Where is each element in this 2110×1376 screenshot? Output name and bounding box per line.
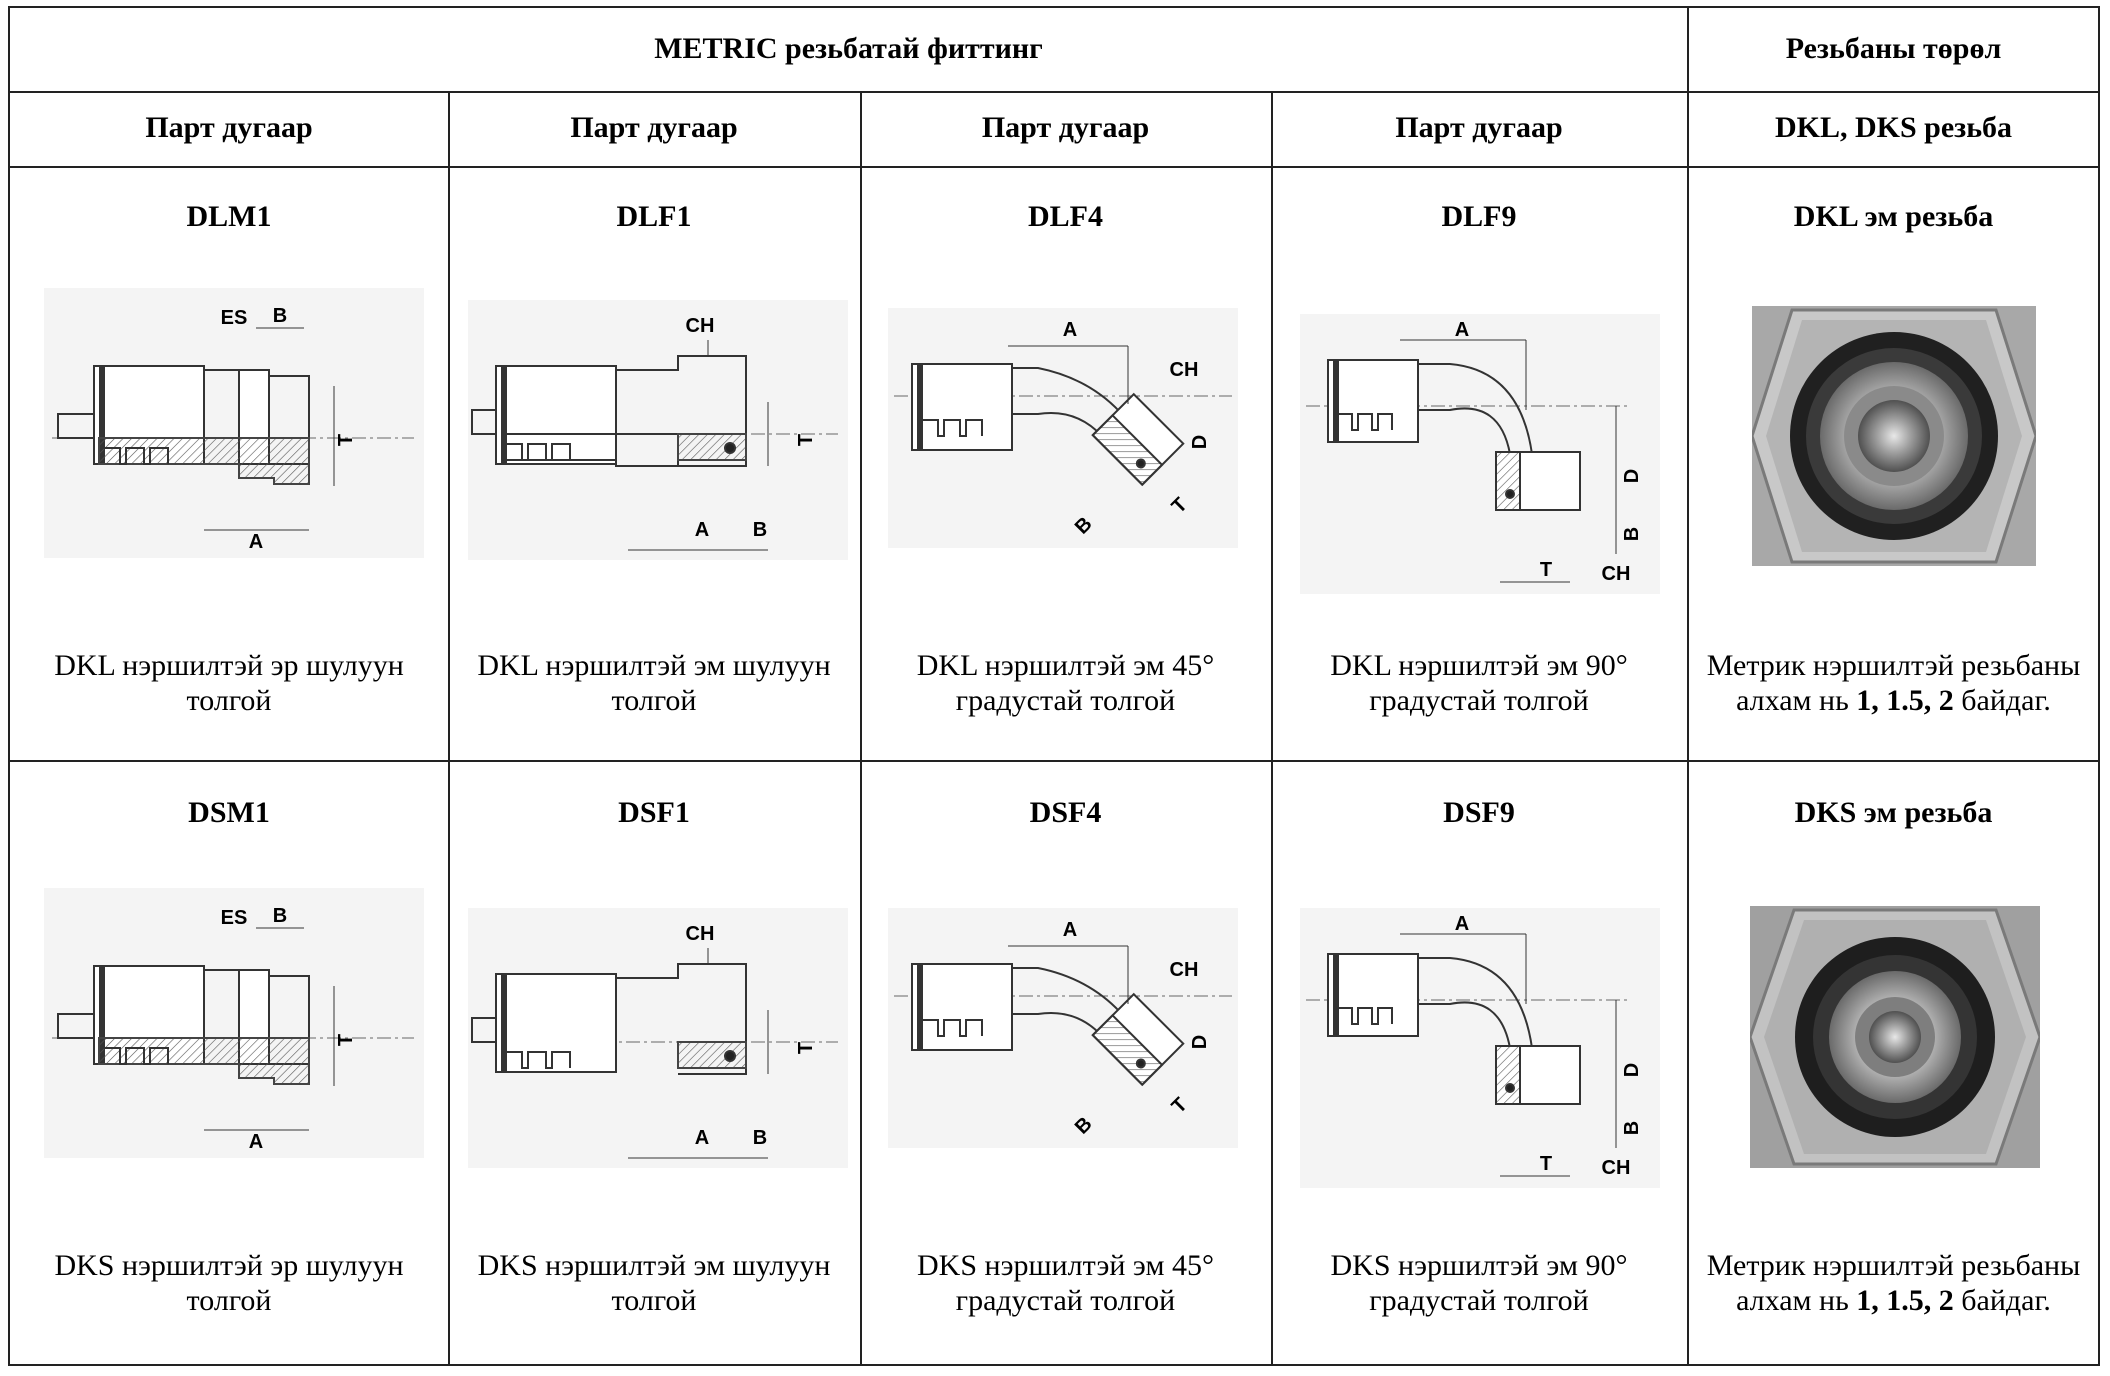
straight-male-fitting-diagram: ES B T A xyxy=(44,888,424,1158)
thread-type-header: Резьбаны төрөл xyxy=(1785,32,2002,65)
part-code: DLM1 xyxy=(186,200,272,233)
part-code: DLF4 xyxy=(1028,200,1103,233)
elbow-45-fitting-diagram: A CH D B T xyxy=(888,308,1238,548)
thread-title: DKL эм резьба xyxy=(1793,200,1994,233)
thread-title: DKS эм резьба xyxy=(1794,796,1993,829)
dim-label-ch: CH xyxy=(686,315,715,337)
dim-label-es: ES xyxy=(221,307,248,329)
fitting-table: METRIC резьбатай фиттинг Резьбаны төрөл … xyxy=(8,6,2100,1366)
part-description: DKS нэршилтэй эр шулуун толгой xyxy=(54,1249,404,1317)
dim-label-t: T xyxy=(1540,1153,1552,1175)
dkl-thread-photo xyxy=(1752,306,2036,566)
part-number-header: Парт дугаар xyxy=(145,111,313,144)
elbow-45-fitting-diagram: A CH D B T xyxy=(888,908,1238,1148)
dim-label-d: D xyxy=(1189,435,1211,449)
dim-label-d: D xyxy=(1189,1035,1211,1049)
dim-label-a: A xyxy=(1455,319,1469,341)
part-code: DSF4 xyxy=(1029,796,1102,829)
dim-label-ch: CH xyxy=(686,923,715,945)
grid-line xyxy=(10,91,2098,93)
dim-label-d: D xyxy=(1621,1063,1643,1077)
dim-label-ch: CH xyxy=(1170,359,1199,381)
grid-line xyxy=(10,760,2098,762)
part-code: DLF1 xyxy=(616,200,692,233)
part-description: DKS нэршилтэй эм 90° градустай толгой xyxy=(1330,1249,1628,1317)
dim-label-b: B xyxy=(1621,1121,1643,1135)
dim-label-t: T xyxy=(795,1042,817,1054)
dim-label-es: ES xyxy=(221,907,248,929)
dim-label-a: A xyxy=(695,519,709,541)
thread-description: Метрик нэршилтэй резьбаны алхам нь 1, 1.… xyxy=(1706,1249,2081,1317)
part-code: DSF1 xyxy=(618,796,690,829)
dim-label-b: B xyxy=(1621,527,1643,541)
dim-label-a: A xyxy=(695,1127,709,1149)
dim-label-t: T xyxy=(335,1034,357,1046)
dim-label-ch: CH xyxy=(1602,563,1631,585)
grid-line xyxy=(1687,8,1689,1364)
part-code: DSF9 xyxy=(1443,796,1515,829)
dim-label-t: T xyxy=(795,434,817,446)
part-description: DKL нэршилтэй эм шулуун толгой xyxy=(477,649,831,717)
elbow-90-fitting-diagram: A D B T CH xyxy=(1300,314,1660,594)
dim-label-t: T xyxy=(1540,559,1552,581)
part-number-header: Парт дугаар xyxy=(570,111,738,144)
dim-label-a: A xyxy=(249,531,263,553)
thread-description: Метрик нэршилтэй резьбаны алхам нь 1, 1.… xyxy=(1706,649,2081,717)
part-description: DKL нэршилтэй эр шулуун толгой xyxy=(54,649,404,717)
part-code: DLF9 xyxy=(1441,200,1517,233)
dim-label-t: T xyxy=(335,434,357,446)
straight-female-fitting-diagram: CH T A B xyxy=(468,300,848,560)
thread-subheader: DKL, DKS резьба xyxy=(1774,111,2013,144)
part-number-header: Парт дугаар xyxy=(981,111,1150,144)
part-code: DSM1 xyxy=(188,796,270,829)
dim-label-b: B xyxy=(273,305,287,327)
dim-label-d: D xyxy=(1621,469,1643,483)
part-number-header: Парт дугаар xyxy=(1395,111,1563,144)
straight-female-fitting-diagram: CH T A B xyxy=(468,908,848,1168)
dim-label-ch: CH xyxy=(1602,1157,1631,1179)
dim-label-a: A xyxy=(1455,913,1469,935)
dim-label-a: A xyxy=(249,1131,263,1153)
part-description: DKL нэршилтэй эм 90° градустай толгой xyxy=(1330,649,1628,717)
table-title: METRIC резьбатай фиттинг xyxy=(654,32,1043,65)
dim-label-b: B xyxy=(753,1127,767,1149)
dim-label-ch: CH xyxy=(1170,959,1199,981)
dim-label-b: B xyxy=(273,905,287,927)
grid-line xyxy=(448,91,450,1364)
dim-label-a: A xyxy=(1063,319,1077,341)
elbow-90-fitting-diagram: A D B T CH xyxy=(1300,908,1660,1188)
part-description: DKS нэршилтэй эм шулуун толгой xyxy=(477,1249,831,1317)
part-description: DKS нэршилтэй эм 45° градустай толгой xyxy=(917,1249,1214,1317)
grid-line xyxy=(10,166,2098,168)
grid-line xyxy=(860,91,862,1364)
dim-label-a: A xyxy=(1063,919,1077,941)
dim-label-b: B xyxy=(753,519,767,541)
dks-thread-photo xyxy=(1750,906,2040,1168)
grid-line xyxy=(1271,91,1273,1364)
part-description: DKL нэршилтэй эм 45° градустай толгой xyxy=(916,649,1215,717)
straight-male-fitting-diagram: ES B T A xyxy=(44,288,424,558)
